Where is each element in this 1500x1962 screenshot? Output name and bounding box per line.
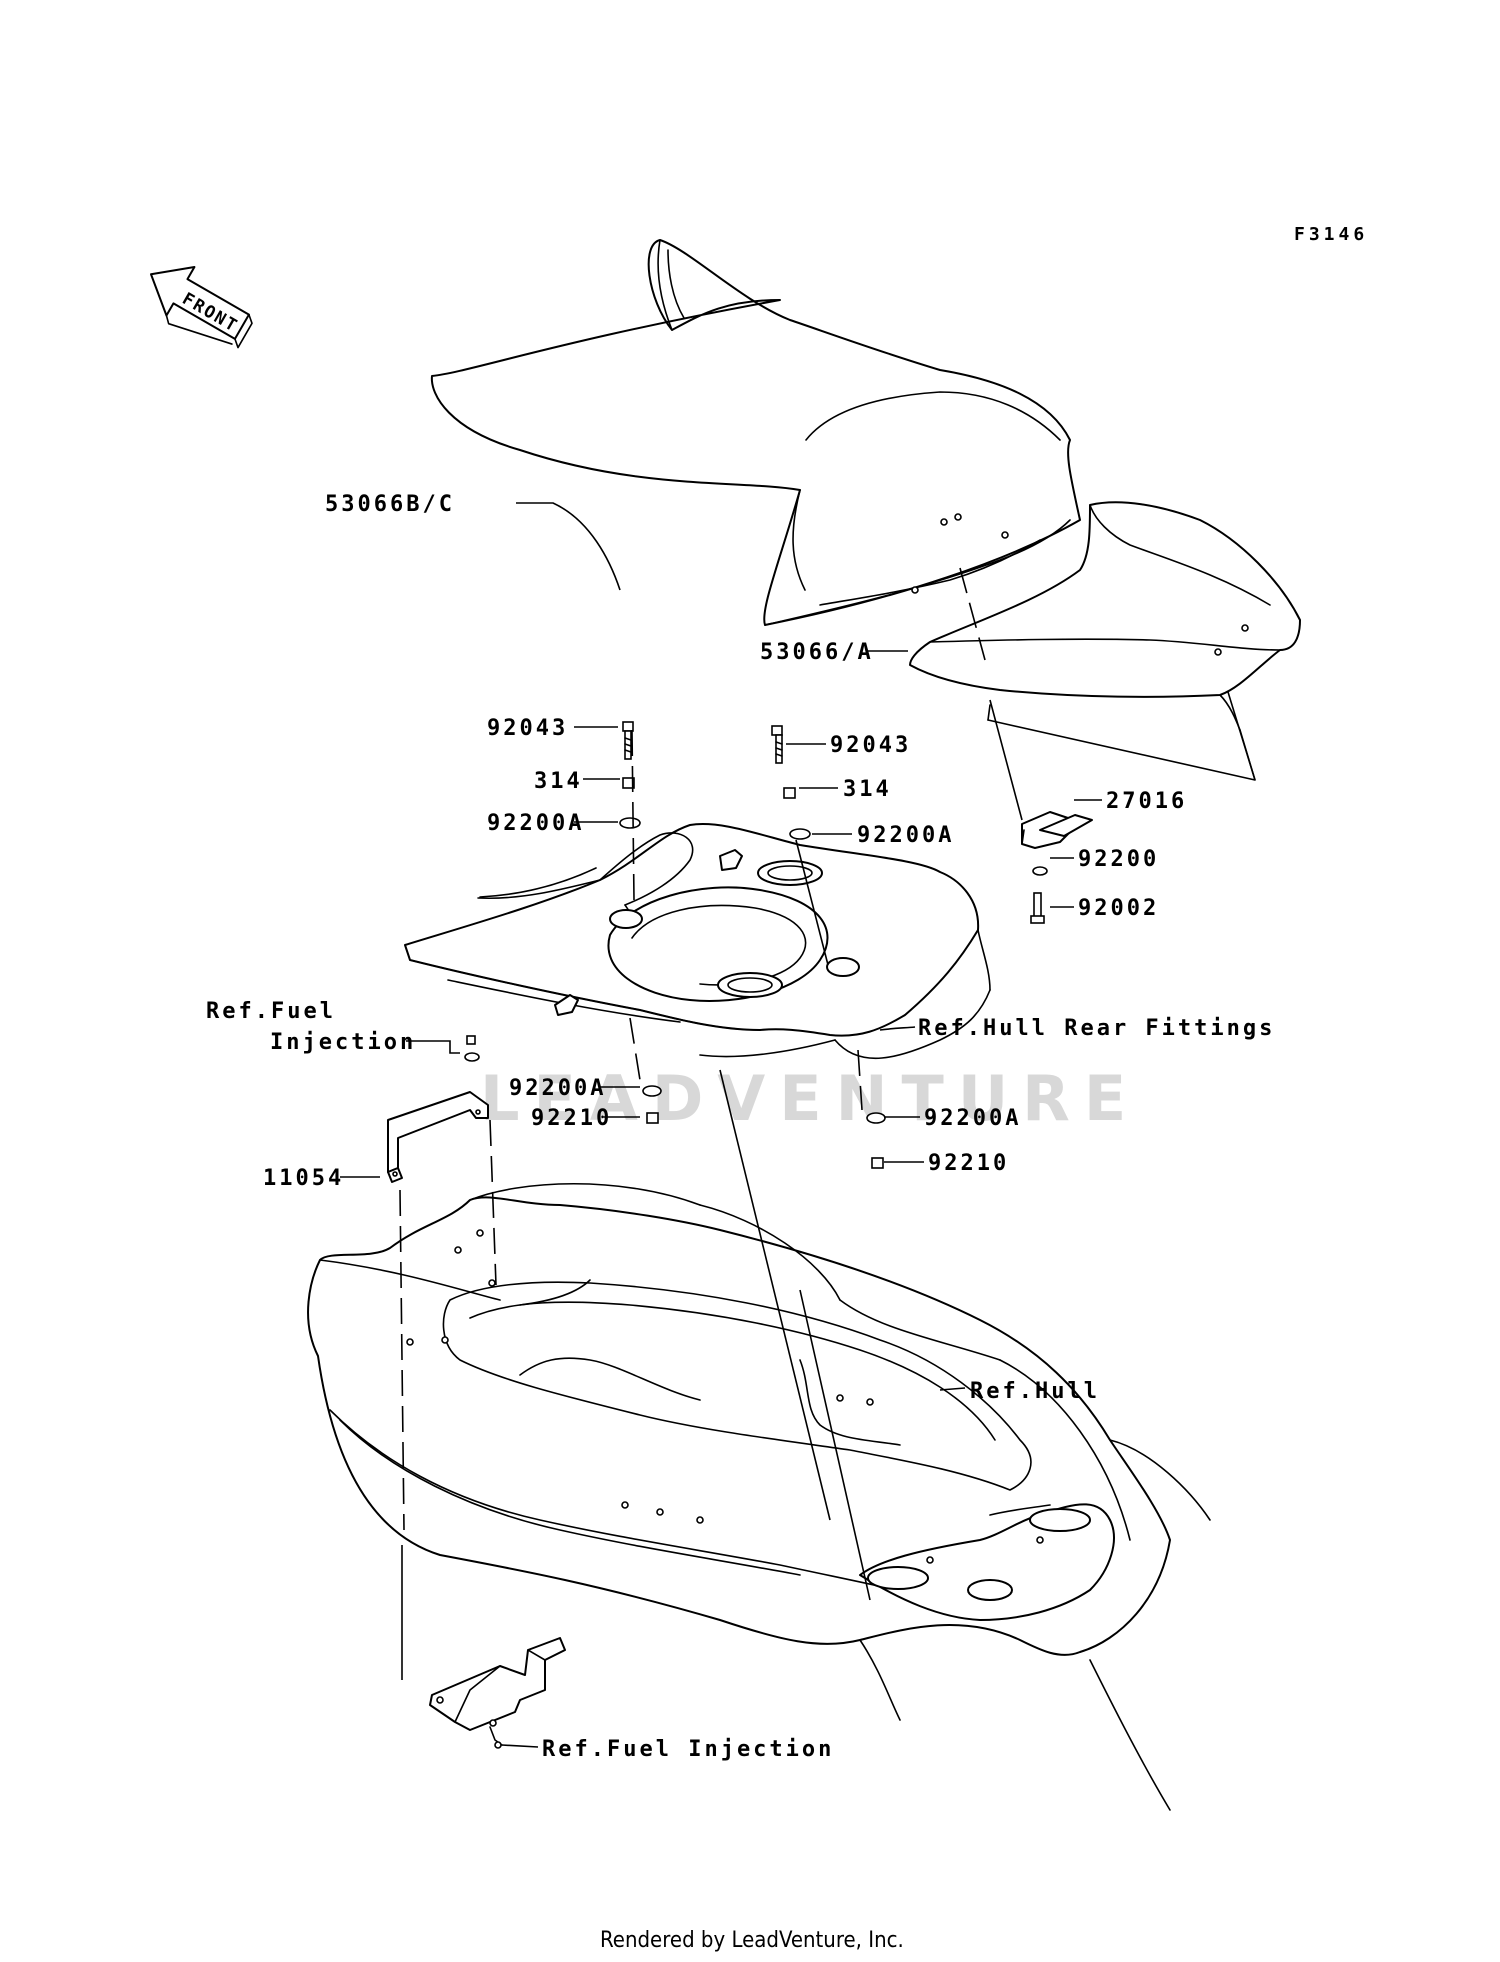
- alignment-line: [631, 729, 635, 901]
- leader-line: [406, 1040, 460, 1054]
- callout-314-right: 314: [843, 777, 892, 802]
- washer-lower-right: [866, 1112, 886, 1124]
- callout-seat-rear: 53066/A: [760, 640, 874, 665]
- callout-seat-main: 53066B/C: [325, 492, 455, 517]
- washer-left: [619, 817, 641, 829]
- callout-washer-lower-right: 92200A: [924, 1106, 1021, 1131]
- bolt-right: [771, 725, 783, 764]
- latch-part: [1021, 811, 1093, 849]
- callout-washer-left: 92200A: [487, 811, 584, 836]
- seat-main: [430, 239, 1081, 626]
- callout-washer-latch: 92200: [1078, 847, 1159, 872]
- alignment-line: [629, 1017, 641, 1081]
- nut-314-right: [783, 787, 796, 799]
- nut-314-left: [622, 777, 635, 789]
- callout-ref-hull-rear-fittings: Ref.Hull Rear Fittings: [918, 1016, 1275, 1041]
- alignment-line: [857, 1049, 863, 1111]
- leader-line: [939, 1387, 966, 1391]
- alignment-line: [489, 1119, 497, 1286]
- leader-line: [501, 1744, 539, 1748]
- bolt-latch: [1030, 892, 1045, 924]
- hull-part: [307, 1182, 1211, 1811]
- callout-latch: 27016: [1106, 789, 1187, 814]
- callout-314-left: 314: [534, 769, 583, 794]
- nut-lower-right: [871, 1157, 884, 1169]
- callout-nut-lower-right: 92210: [928, 1151, 1009, 1176]
- alignment-line: [799, 1289, 871, 1601]
- callout-nut-lower-left: 92210: [531, 1106, 612, 1131]
- locator-line: [989, 699, 1023, 821]
- callout-washer-right: 92200A: [857, 823, 954, 848]
- locator-line: [959, 567, 986, 661]
- alignment-line: [795, 839, 829, 966]
- seat-rear-edge: [987, 704, 991, 721]
- callout-ref-fuel-injection-top-2: Injection: [270, 1030, 416, 1055]
- callout-ref-fuel-injection-top-1: Ref.Fuel: [206, 999, 336, 1024]
- callout-bracket: 11054: [263, 1166, 344, 1191]
- alignment-line: [399, 1189, 405, 1531]
- nut-lower-left: [646, 1112, 659, 1124]
- fuel-injection-bracket: [429, 1637, 566, 1749]
- figure-id: F3146: [1294, 224, 1368, 245]
- callout-bolt-left: 92043: [487, 716, 568, 741]
- watermark: LEADVENTURE: [480, 1062, 1140, 1135]
- callout-ref-hull: Ref.Hull: [970, 1379, 1100, 1404]
- leader-line: [879, 1026, 916, 1031]
- seat-rear-outline: [987, 719, 1256, 781]
- storage-tray: [404, 823, 991, 1060]
- bolt-left: [622, 721, 634, 760]
- washer-right: [789, 828, 811, 840]
- footer-credit: Rendered by LeadVenture, Inc.: [600, 1928, 904, 1953]
- callout-bolt-right: 92043: [830, 733, 911, 758]
- locator-line: [1227, 691, 1256, 781]
- callout-bolt-latch: 92002: [1078, 896, 1159, 921]
- bracket-part: [387, 1091, 489, 1183]
- callout-washer-lower-left: 92200A: [509, 1076, 606, 1101]
- screw-ref-fuel-injection: [464, 1035, 480, 1062]
- leader-line: [516, 502, 621, 591]
- washer-lower-left: [642, 1085, 662, 1097]
- washer-latch: [1032, 866, 1048, 876]
- callout-ref-fuel-injection-bottom: Ref.Fuel Injection: [542, 1737, 834, 1762]
- alignment-line: [719, 1069, 831, 1521]
- front-arrow-icon: FRONT: [150, 266, 253, 349]
